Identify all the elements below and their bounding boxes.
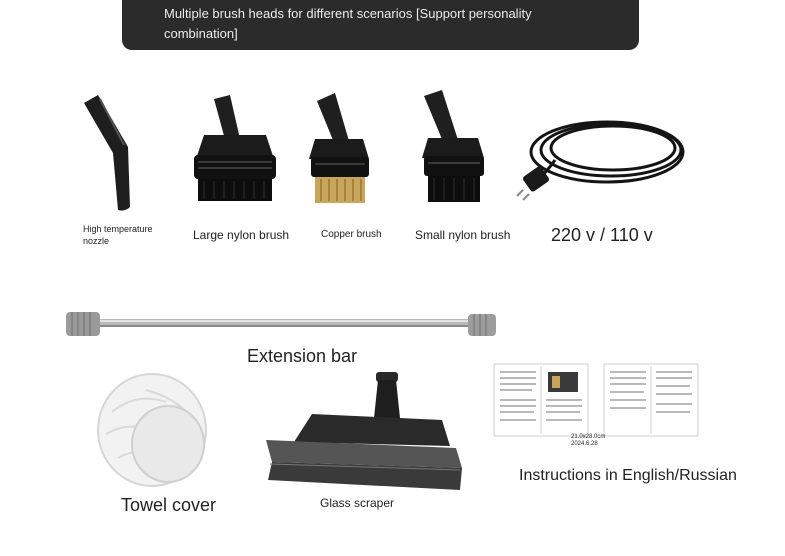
voltage-label: 220 v / 110 v [551,225,653,245]
extension-bar-label: Extension bar [247,346,358,366]
header-banner: Multiple brush heads for different scena… [122,0,639,50]
large-nylon-brush-label: Large nylon brush [193,228,290,242]
towel-cover-image [97,373,207,487]
copper-brush-label: Copper brush [321,229,382,240]
small-nylon-brush-label: Small nylon brush [415,228,511,242]
glass-scraper-label: Glass scraper [320,496,395,510]
instructions-label: Instructions in English/Russian [519,467,737,484]
towel-cover-label: Towel cover [121,495,217,515]
copper-brush-image [309,93,369,203]
banner-text: Multiple brush heads for different scena… [164,6,532,41]
glass-scraper-image [266,372,462,490]
manual-size-line1: 21.0x28.0cm [571,434,606,440]
instruction-manual-image [493,363,699,437]
extension-bar-image [66,312,496,336]
large-nylon-brush-image [194,95,276,201]
power-cord-image [516,120,685,201]
manual-size-line2: 2024.6.28 [571,441,598,447]
small-nylon-brush-image [422,90,484,202]
nozzle-image [84,95,130,211]
nozzle-label: High temperature nozzle [83,224,153,246]
